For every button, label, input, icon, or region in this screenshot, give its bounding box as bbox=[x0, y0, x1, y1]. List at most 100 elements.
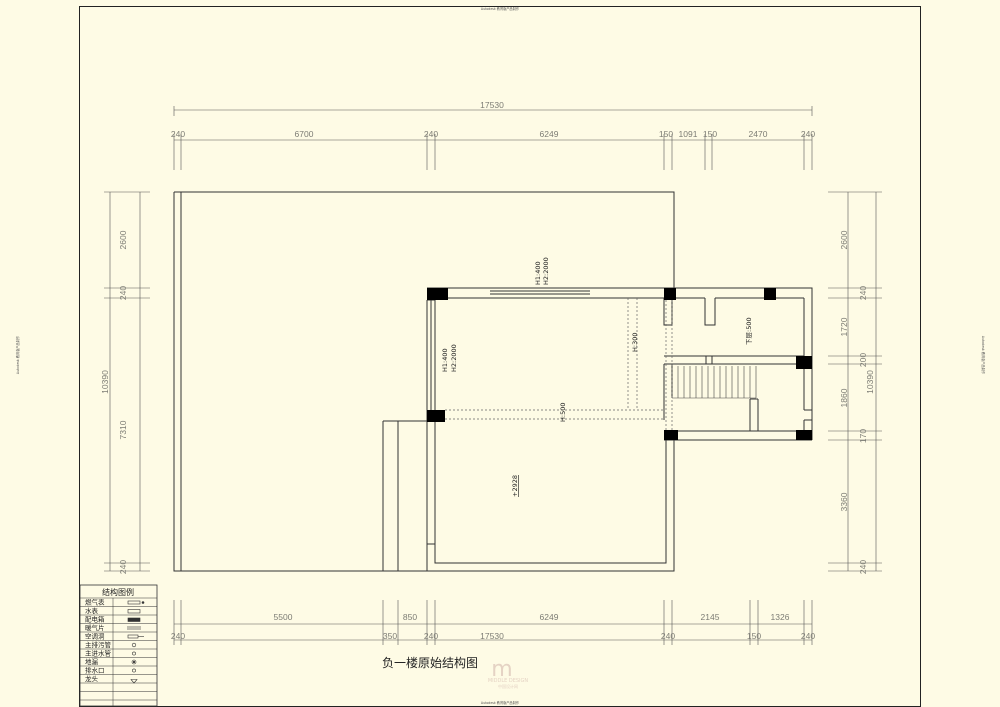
dim-bottom-upper-0: 5500 bbox=[274, 612, 293, 622]
plan-title: 负一楼原始结构图 bbox=[382, 655, 478, 670]
dims-top: 17530 240 6700 240 6249 150 1091 150 247… bbox=[171, 100, 815, 139]
legend-item-gas-meter: 燃气表 bbox=[85, 598, 105, 607]
dim-bottom-upper-3: 2145 bbox=[701, 612, 720, 622]
radiator-icon bbox=[127, 626, 141, 630]
dim-bottom-lower-1: 350 bbox=[383, 631, 397, 641]
note-h300: H:300 bbox=[631, 333, 639, 352]
watermark-logo-mark: m bbox=[491, 657, 512, 682]
legend-item-main-water-pipe: 主进水管 bbox=[85, 649, 112, 658]
distribution-box-icon bbox=[127, 617, 141, 622]
window-top bbox=[490, 287, 590, 299]
dim-left-0: 2600 bbox=[118, 230, 128, 249]
dim-bottom-lower-4: 240 bbox=[661, 631, 675, 641]
margin-text-left: Autodesk 教育版产品制作 bbox=[15, 335, 20, 374]
column bbox=[796, 356, 812, 369]
dim-top-0: 240 bbox=[171, 129, 185, 139]
dim-bottom-upper-4: 1326 bbox=[771, 612, 790, 622]
dim-bottom-lower-0: 240 bbox=[171, 631, 185, 641]
stair-treads bbox=[672, 366, 757, 399]
dim-right-total: 10390 bbox=[865, 370, 875, 394]
legend-item-drain-outlet: 排水口 bbox=[85, 666, 105, 675]
beam-horizontal-h500 bbox=[445, 409, 664, 420]
watermark-sub2: 中国设计网 bbox=[498, 683, 518, 689]
dim-top-7: 2470 bbox=[749, 129, 768, 139]
dimension-lines bbox=[104, 106, 882, 645]
dim-top-6: 150 bbox=[703, 129, 717, 139]
dim-bottom-lower-6: 240 bbox=[801, 631, 815, 641]
dim-left-3: 240 bbox=[118, 560, 128, 574]
note-elevation: +2928 bbox=[511, 475, 519, 497]
dims-bottom: 5500 850 6249 2145 1326 240 350 240 1753… bbox=[171, 612, 815, 641]
stair-landing-walls bbox=[664, 355, 804, 365]
note-h500: H:500 bbox=[559, 403, 567, 422]
dim-right-4: 1860 bbox=[839, 388, 849, 407]
beam-vertical-h300 bbox=[627, 298, 638, 410]
beam-lines bbox=[445, 298, 673, 430]
dim-right-2: 1720 bbox=[839, 317, 849, 336]
margin-text-top: Autodesk 教育版产品制作 bbox=[481, 6, 520, 11]
center-partition bbox=[663, 364, 673, 420]
sewage-pipe-icon bbox=[131, 642, 137, 648]
dim-top-1: 6700 bbox=[295, 129, 314, 139]
dim-top-8: 240 bbox=[801, 129, 815, 139]
plan-walls bbox=[173, 191, 813, 572]
margin-text-bottom: Autodesk 教育版产品制作 bbox=[481, 700, 520, 705]
faucet-icon bbox=[130, 679, 138, 684]
dim-top-2: 240 bbox=[424, 129, 438, 139]
column bbox=[796, 430, 812, 440]
dim-right-3: 200 bbox=[858, 353, 868, 367]
dim-right-7: 240 bbox=[858, 560, 868, 574]
legend-item-distribution-box: 配电箱 bbox=[85, 615, 105, 624]
gas-meter-icon bbox=[127, 600, 141, 605]
dim-right-0: 2600 bbox=[839, 230, 849, 249]
plan-notes: H1:400 H2:2000 H1:400 H2:2000 H:300 H:50… bbox=[441, 257, 753, 497]
legend-title: 结构图例 bbox=[102, 587, 134, 597]
outer-wall-left-terrace bbox=[173, 191, 675, 572]
legend-item-floor-drain: 地漏 bbox=[85, 657, 99, 666]
legend-item-water-meter: 水表 bbox=[85, 606, 99, 615]
legend-item-main-sewage-pipe: 主排污管 bbox=[85, 640, 112, 649]
legend-item-radiator: 暖气片 bbox=[85, 623, 105, 632]
legend-item-faucet: 龙头 bbox=[85, 674, 99, 683]
columns bbox=[427, 288, 812, 440]
column bbox=[664, 430, 678, 440]
floor-drain-icon bbox=[131, 659, 137, 665]
dim-left-total: 10390 bbox=[100, 370, 110, 394]
dim-bottom-lower-2: 240 bbox=[424, 631, 438, 641]
water-meter-icon bbox=[127, 609, 141, 614]
dim-top-3: 6249 bbox=[540, 129, 559, 139]
drain-outlet-icon bbox=[132, 668, 136, 673]
right-bottom-walls bbox=[664, 398, 812, 441]
dims-left: 10390 2600 240 7310 240 bbox=[100, 230, 128, 574]
watermark-sub1: MIDDLE DESIGN bbox=[488, 678, 529, 684]
inner-wall-lower-left bbox=[382, 420, 427, 571]
dim-bottom-upper-2: 6249 bbox=[540, 612, 559, 622]
column bbox=[427, 288, 448, 300]
dim-left-1: 240 bbox=[118, 286, 128, 300]
column bbox=[427, 410, 445, 422]
note-beam-top-h1: H1:400 bbox=[534, 261, 542, 285]
margin-text-right: Autodesk 教育版产品制作 bbox=[981, 336, 986, 375]
dim-top-total: 17530 bbox=[480, 100, 504, 110]
note-beam-top-h2: H2:2000 bbox=[542, 257, 550, 285]
ac-hole-icon bbox=[127, 634, 144, 639]
note-beam-left-h2: H2:2000 bbox=[450, 344, 458, 372]
dim-bottom-upper-1: 850 bbox=[403, 612, 417, 622]
dim-bottom-lower-3: 17530 bbox=[480, 631, 504, 641]
note-beam-left-h1: H1:400 bbox=[441, 348, 449, 372]
main-room-wall bbox=[426, 287, 813, 572]
dims-right: 10390 2600 240 1720 200 1860 170 3360 24… bbox=[839, 230, 875, 574]
window-left bbox=[427, 299, 435, 413]
dim-bottom-lower-5: 150 bbox=[747, 631, 761, 641]
dim-right-1: 240 bbox=[858, 286, 868, 300]
dim-right-5: 170 bbox=[858, 429, 868, 443]
column bbox=[764, 288, 776, 300]
dim-top-5: 1091 bbox=[679, 129, 698, 139]
note-down500: 下层:500 bbox=[745, 317, 753, 345]
legend-item-ac-hole: 空调洞 bbox=[85, 632, 105, 641]
column bbox=[664, 288, 676, 300]
dim-right-6: 3360 bbox=[839, 492, 849, 511]
dim-top-4: 150 bbox=[659, 129, 673, 139]
water-pipe-icon bbox=[132, 651, 136, 656]
